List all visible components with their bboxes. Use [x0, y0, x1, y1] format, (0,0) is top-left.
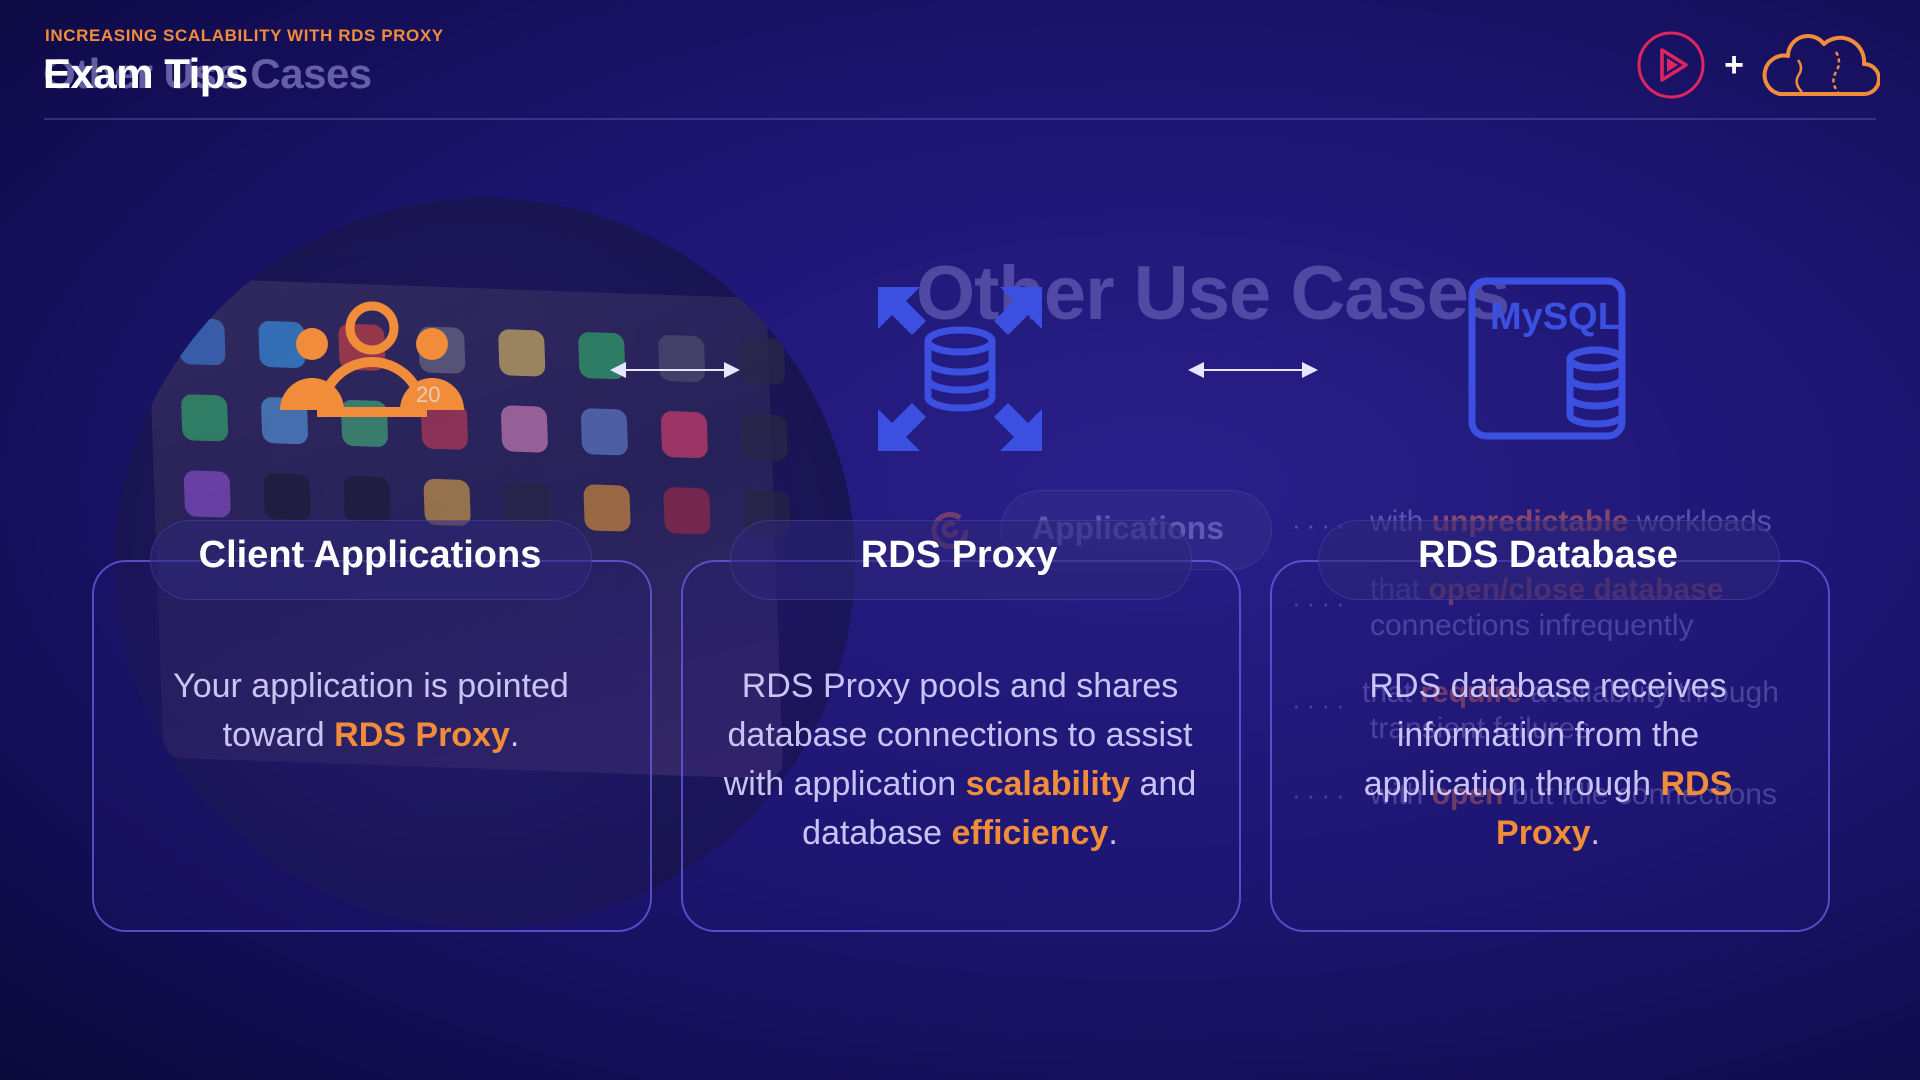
app-tile: [657, 334, 706, 383]
app-tile: [343, 475, 391, 524]
rds-proxy-icon: [878, 287, 1042, 451]
card-title-rds-database: RDS Database: [1418, 534, 1678, 576]
app-tile: [580, 407, 629, 456]
card-title-client-applications: Client Applications: [198, 534, 542, 576]
card-title-pill: [730, 520, 1192, 600]
app-tile: [180, 393, 229, 442]
app-tile: [497, 329, 546, 377]
card-title-rds-proxy: RDS Proxy: [860, 534, 1058, 576]
app-tile: [583, 484, 631, 532]
app-tile: [263, 472, 312, 521]
ghost-bullet-dots: ····: [1292, 780, 1351, 810]
card-title-pill: [150, 520, 592, 600]
app-tile: [740, 413, 789, 462]
card-body-rds-database: RDS database receives information from t…: [1363, 667, 1733, 852]
card-body-rds-proxy: RDS Proxy pools and shares database conn…: [723, 667, 1197, 852]
app-tile: [183, 470, 232, 518]
plus-icon: +: [1724, 46, 1744, 84]
calendar-day-badge: 20: [416, 382, 441, 407]
cloud-logo-icon: [1762, 34, 1880, 96]
rds-proxy-card: [681, 560, 1241, 932]
app-tile: [178, 317, 226, 366]
ghost-slide-title: Other Use Cases: [43, 50, 372, 97]
rds-database-card: [1270, 560, 1830, 932]
app-tile: [663, 486, 711, 535]
app-grid: [178, 317, 793, 538]
bidirectional-arrow-icon: [610, 362, 740, 378]
app-tile: [660, 410, 709, 459]
ghost-bullet-dots: ····: [1292, 690, 1351, 720]
mysql-label: MySQL: [1490, 296, 1621, 338]
section-eyebrow: INCREASING SCALABILITY WITH RDS PROXY: [45, 26, 444, 45]
card-body-client-applications: Your application is pointed toward RDS P…: [173, 667, 569, 754]
ghost-line: that require availability through: [1362, 676, 1779, 709]
users-group-icon: [280, 301, 464, 417]
brand-logos: +: [1636, 30, 1880, 100]
mysql-database-icon: [1468, 277, 1626, 440]
play-logo-icon: [1637, 31, 1705, 99]
ghost-line: transient failures: [1370, 712, 1591, 745]
ghost-line: connections infrequently: [1370, 609, 1694, 642]
bidirectional-arrow-icon: [1188, 362, 1318, 378]
app-tile: [500, 405, 549, 453]
card-title-pill: [1318, 520, 1780, 600]
ghost-line: with open but idle connections: [1370, 778, 1777, 811]
header-divider: [44, 118, 1876, 120]
app-tile: [737, 337, 786, 386]
client-applications-card: [92, 560, 652, 932]
page-title: Exam Tips: [43, 50, 248, 97]
